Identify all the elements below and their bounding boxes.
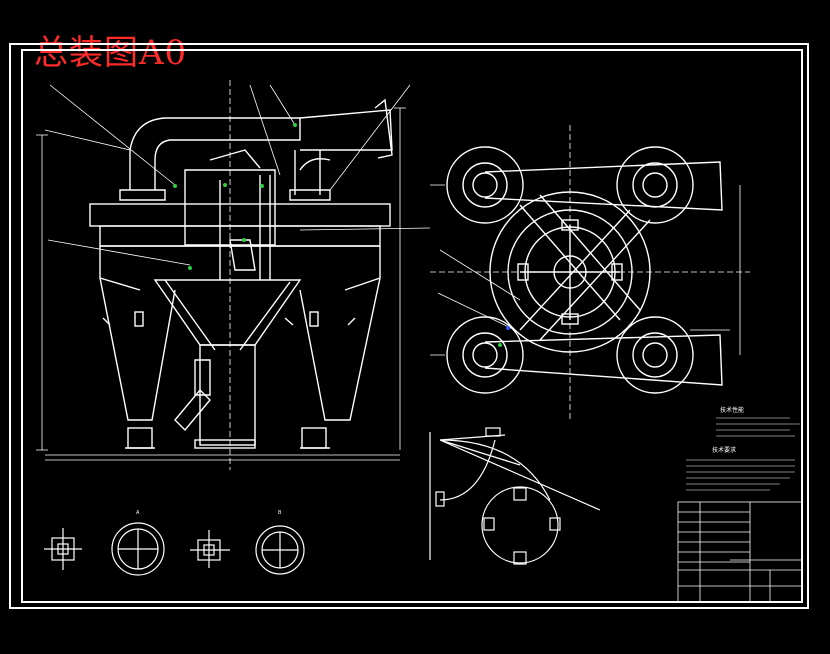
- section-view: [429, 427, 601, 565]
- front-view-dimensions: [36, 80, 431, 470]
- leader-markers: [173, 123, 297, 270]
- inner-border: [21, 49, 803, 603]
- top-view: [446, 146, 723, 394]
- outer-border: [9, 43, 809, 609]
- drawing-title: 总装图A0: [34, 33, 188, 73]
- section-label-a: A: [136, 510, 140, 516]
- top-view-dimensions: [430, 125, 750, 420]
- accent-marker: [506, 326, 510, 330]
- tech-specs-heading: 技术性能: [720, 406, 744, 414]
- section-label-b: B: [278, 510, 282, 516]
- front-view: [89, 98, 393, 449]
- detail-views: [44, 522, 305, 576]
- technical-notes: 技术性能 技术要求: [686, 406, 800, 491]
- tech-requirements-heading: 技术要求: [712, 446, 736, 454]
- title-block: [677, 501, 803, 603]
